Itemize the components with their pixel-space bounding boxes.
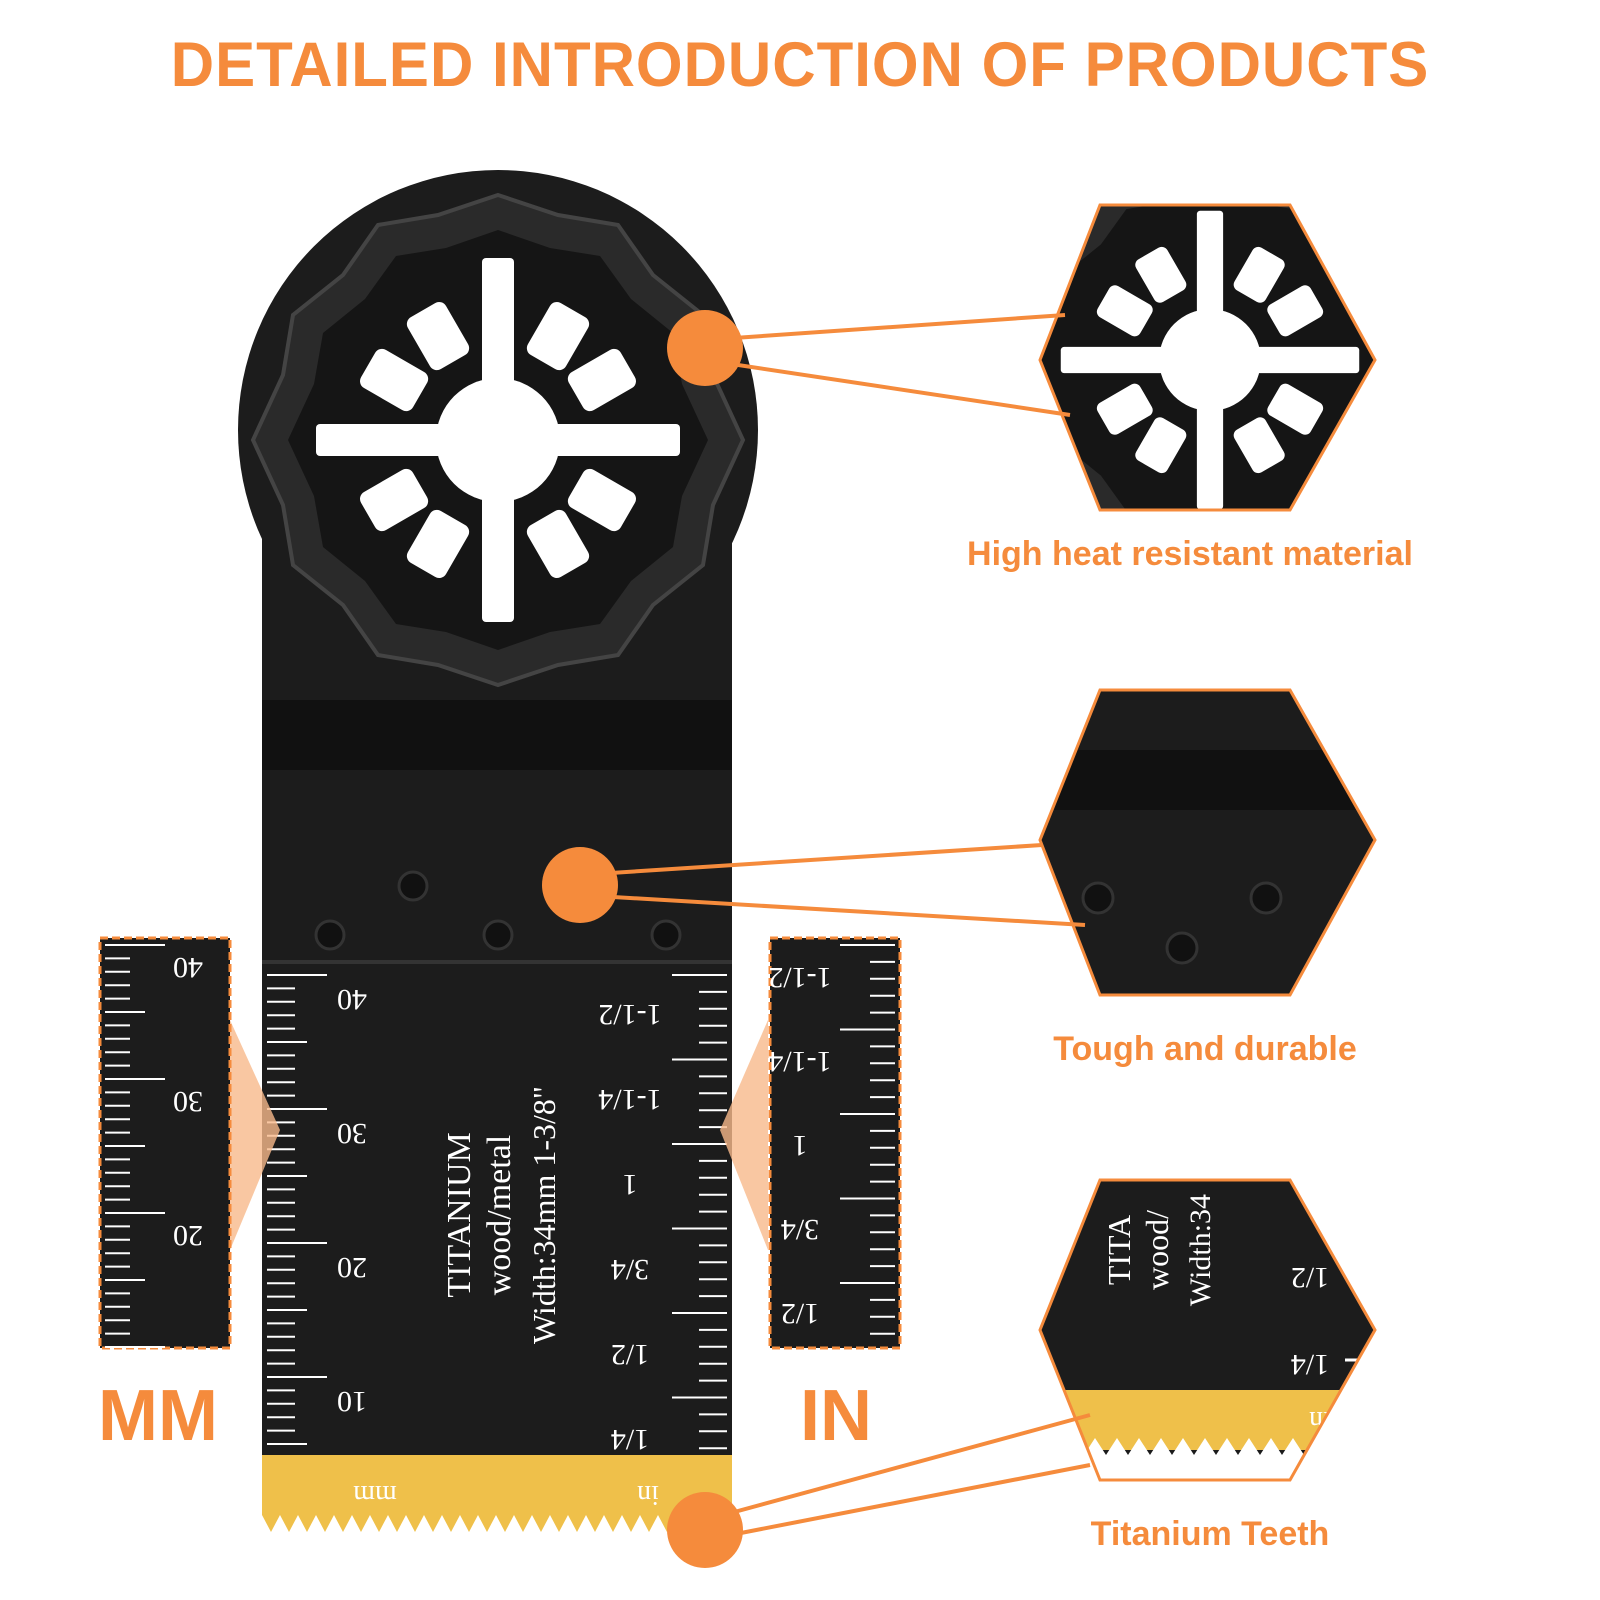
- mm-zoom-panel: 40 30 20: [98, 936, 280, 1350]
- zoom-unit: in: [1309, 1405, 1331, 1436]
- mm-mark-label: 30: [337, 1117, 367, 1150]
- zoom-in-label: 1-1/4: [768, 1045, 831, 1078]
- zoom-mark-1: 1/4: [1291, 1348, 1329, 1381]
- in-mark-label: 3/4: [611, 1253, 649, 1286]
- mm-unit-label: MM: [98, 1376, 218, 1456]
- zoom-brand-text: TITA: [1101, 1215, 1137, 1285]
- zoom-mm-label: 40: [173, 951, 203, 984]
- zoom-hex-body: [1038, 688, 1377, 997]
- zoom-in-label: 1/2: [781, 1297, 819, 1330]
- blade-brand-text: TITANIUM: [441, 1132, 478, 1297]
- in-mark-label: 1-1/2: [598, 998, 661, 1031]
- mm-mark-label: 40: [337, 983, 367, 1016]
- zoom-material-text: wood/: [1139, 1210, 1175, 1290]
- zoom-mm-label: 30: [173, 1085, 203, 1118]
- saw-blade: 40 30 20 10 1-1/2 1-1/4 1 3/4 1/2 1/4: [238, 170, 758, 1532]
- zoom-in-label: 3/4: [781, 1213, 819, 1246]
- in-mark-label: 1/2: [611, 1338, 649, 1371]
- page-title: DETAILED INTRODUCTION OF PRODUCTS: [170, 29, 1430, 100]
- zoom-in-label: 1: [793, 1129, 808, 1162]
- mm-scale: 40 30 20 10: [267, 974, 367, 1459]
- mm-mark-label: 20: [337, 1251, 367, 1284]
- blade-width-text: Width:34mm 1-3/8": [526, 1086, 562, 1344]
- zoom-width-text: Width:34: [1184, 1194, 1217, 1306]
- zoom-hex-teeth: TITA wood/ Width:34 1/2 1/4 in: [1038, 1178, 1377, 1482]
- in-zoom-panel: 1-1/2 1-1/4 1 3/4 1/2: [720, 936, 902, 1352]
- titanium-teeth-band: [262, 1455, 732, 1515]
- zoom-mm-label: 20: [173, 1219, 203, 1252]
- blade-material-text: wood/metal: [481, 1135, 518, 1296]
- zoom-hex-mount: [1038, 203, 1377, 512]
- zoom-in-label: 1-1/2: [768, 961, 831, 994]
- callout-dot-mount: [667, 310, 743, 386]
- feature-label-durable: Tough and durable: [1053, 1030, 1357, 1068]
- zoom-mark-0: 1/2: [1291, 1261, 1329, 1294]
- in-mark-label: 1: [623, 1168, 638, 1201]
- blade-in-unit: in: [637, 1479, 659, 1510]
- callout-dot-teeth: [667, 1492, 743, 1568]
- in-unit-label: IN: [800, 1376, 872, 1456]
- callout-lines: [579, 313, 1091, 1542]
- callout-dot-body: [542, 847, 618, 923]
- mm-mark-label: 10: [337, 1385, 367, 1418]
- blade-mm-unit: mm: [353, 1479, 397, 1510]
- inch-scale: 1-1/2 1-1/4 1 3/4 1/2 1/4: [598, 974, 727, 1483]
- teeth-edge: [262, 1515, 739, 1532]
- in-mark-label: 1-1/4: [598, 1083, 661, 1116]
- in-mark-label: 1/4: [611, 1423, 649, 1456]
- feature-label-heat: High heat resistant material: [967, 535, 1413, 573]
- feature-label-teeth: Titanium Teeth: [1090, 1515, 1330, 1553]
